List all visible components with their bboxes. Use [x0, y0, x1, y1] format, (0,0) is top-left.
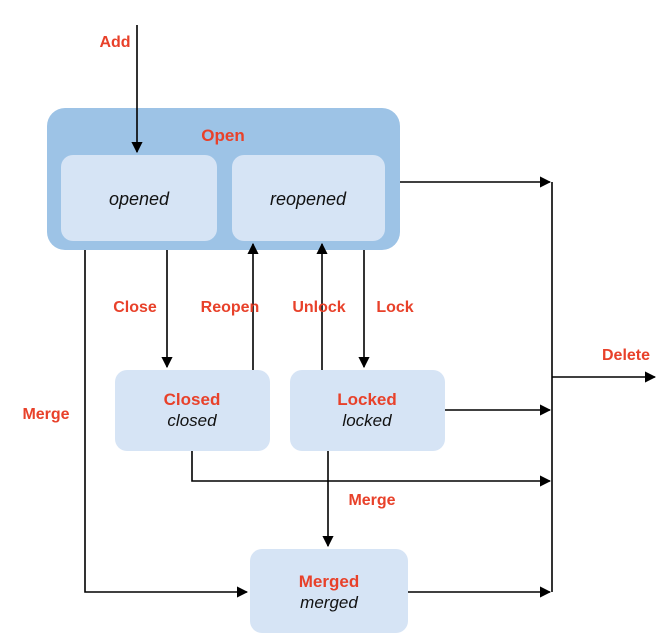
state-locked-background: [290, 370, 445, 451]
state-closed-subtitle: closed: [167, 411, 217, 430]
state-opened-background: [61, 155, 217, 241]
edge-label-close: Close: [113, 299, 157, 316]
edge-label-delete: Delete: [602, 347, 650, 364]
state-reopened[interactable]: reopened: [232, 155, 385, 241]
edge-closed-to-delete-rail: [191, 451, 552, 487]
state-closed-title: Closed: [164, 390, 221, 409]
group-open[interactable]: Open opened reopened: [47, 108, 400, 250]
edge-label-add: Add: [99, 34, 130, 51]
state-merged-title: Merged: [299, 572, 359, 591]
state-merged-subtitle: merged: [300, 593, 358, 612]
state-opened-label: opened: [109, 189, 170, 209]
edge-label-merge-left: Merge: [22, 406, 69, 423]
state-locked-subtitle: locked: [342, 411, 392, 430]
state-closed[interactable]: Closed closed: [115, 370, 270, 451]
state-closed-background: [115, 370, 270, 451]
state-merged[interactable]: Merged merged: [250, 549, 408, 633]
edge-label-unlock: Unlock: [292, 299, 345, 316]
state-locked-title: Locked: [337, 390, 397, 409]
state-opened[interactable]: opened: [61, 155, 217, 241]
state-reopened-label: reopened: [270, 189, 347, 209]
state-merged-background: [250, 549, 408, 633]
edge-label-lock: Lock: [376, 299, 413, 316]
state-reopened-background: [232, 155, 385, 241]
group-open-label: Open: [201, 126, 244, 145]
edge-label-reopen: Reopen: [201, 299, 260, 316]
edge-merge-left: [84, 250, 249, 598]
state-locked[interactable]: Locked locked: [290, 370, 445, 451]
edge-label-merge-center: Merge: [348, 492, 395, 509]
